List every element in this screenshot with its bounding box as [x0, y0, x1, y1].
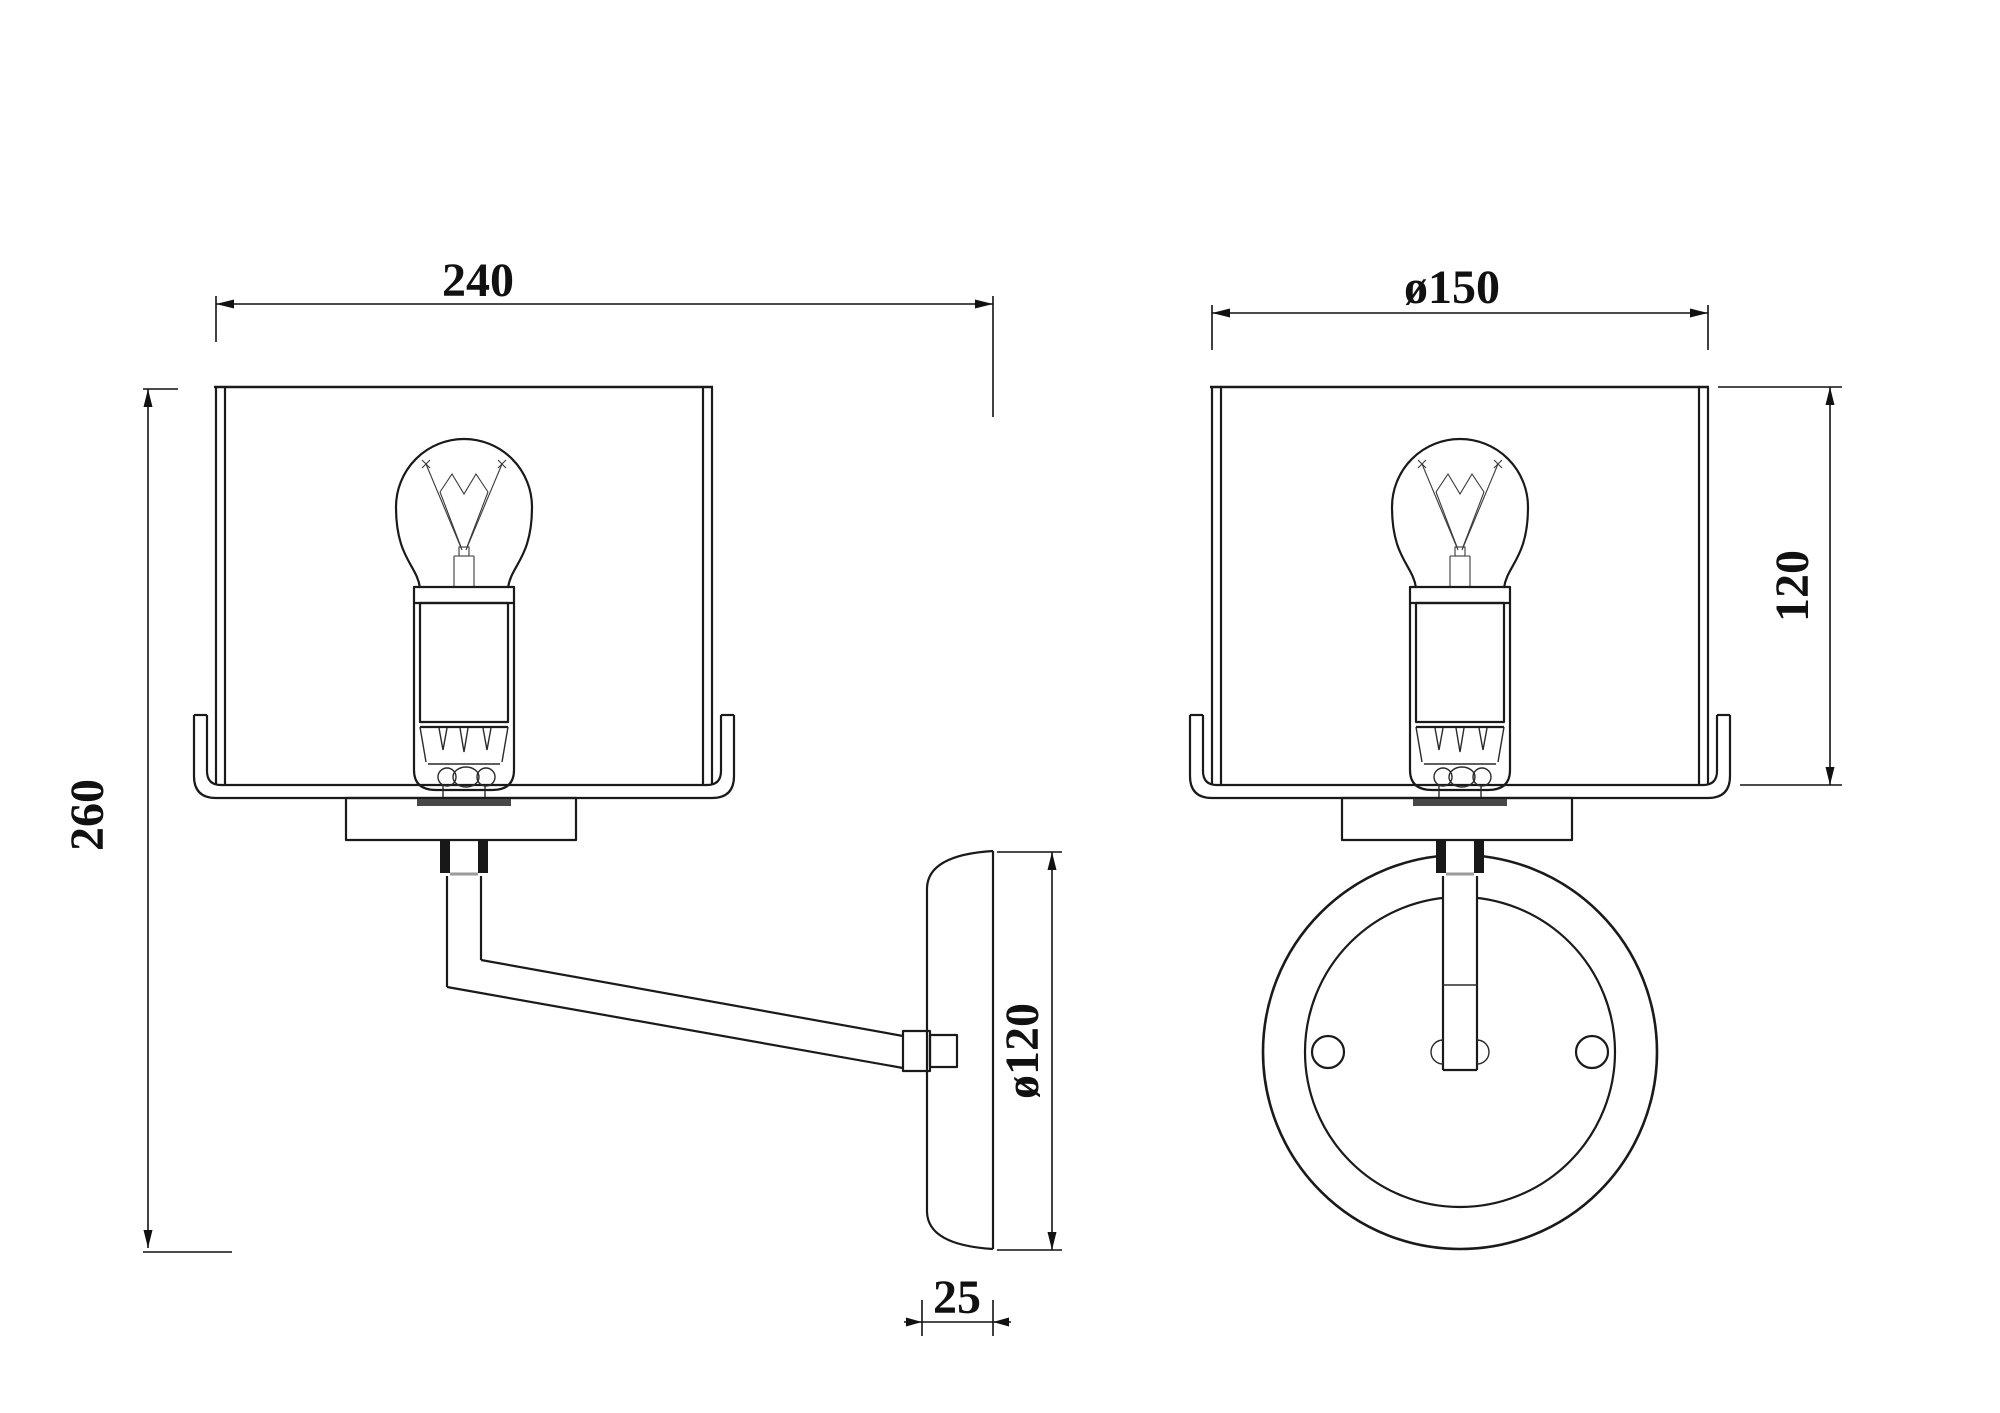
- dim-backplate-diameter-120: ø120: [996, 851, 1062, 1251]
- screw-hole-right: [1574, 1034, 1610, 1070]
- dim-width-240: 240: [215, 254, 994, 417]
- dimensions: 240 260 ø150 120: [61, 254, 1842, 1336]
- side-backplate: [925, 849, 995, 1251]
- screw-hole-left: [1310, 1034, 1346, 1070]
- dim-label-240: 240: [442, 254, 514, 307]
- side-bulb: [394, 437, 534, 589]
- front-bulb-filament: [1417, 459, 1503, 588]
- side-view: [192, 385, 995, 1251]
- side-shade: [214, 385, 714, 785]
- side-socket: [412, 585, 516, 799]
- front-stem: [1430, 840, 1490, 1072]
- front-socket: [1408, 585, 1512, 799]
- dim-height-260: 260: [61, 388, 232, 1253]
- front-shade: [1210, 385, 1710, 785]
- side-mount-plate: [344, 796, 578, 842]
- side-arm: [440, 840, 959, 1073]
- dim-shade-height-120: 120: [1718, 386, 1842, 786]
- side-bulb-filament: [421, 459, 507, 588]
- dim-label-25: 25: [933, 1271, 981, 1324]
- front-connector: [1436, 840, 1484, 876]
- dim-label-150: ø150: [1404, 261, 1500, 314]
- front-view: [1188, 385, 1732, 1251]
- dim-label-dia120: ø120: [996, 1003, 1049, 1099]
- dim-label-120: 120: [1766, 550, 1819, 622]
- front-mount-plate: [1340, 796, 1574, 842]
- dim-label-260: 260: [61, 779, 114, 851]
- dim-shade-diameter-150: ø150: [1211, 261, 1709, 350]
- front-bulb: [1390, 437, 1530, 589]
- dim-backplate-depth-25: 25: [904, 1271, 1011, 1336]
